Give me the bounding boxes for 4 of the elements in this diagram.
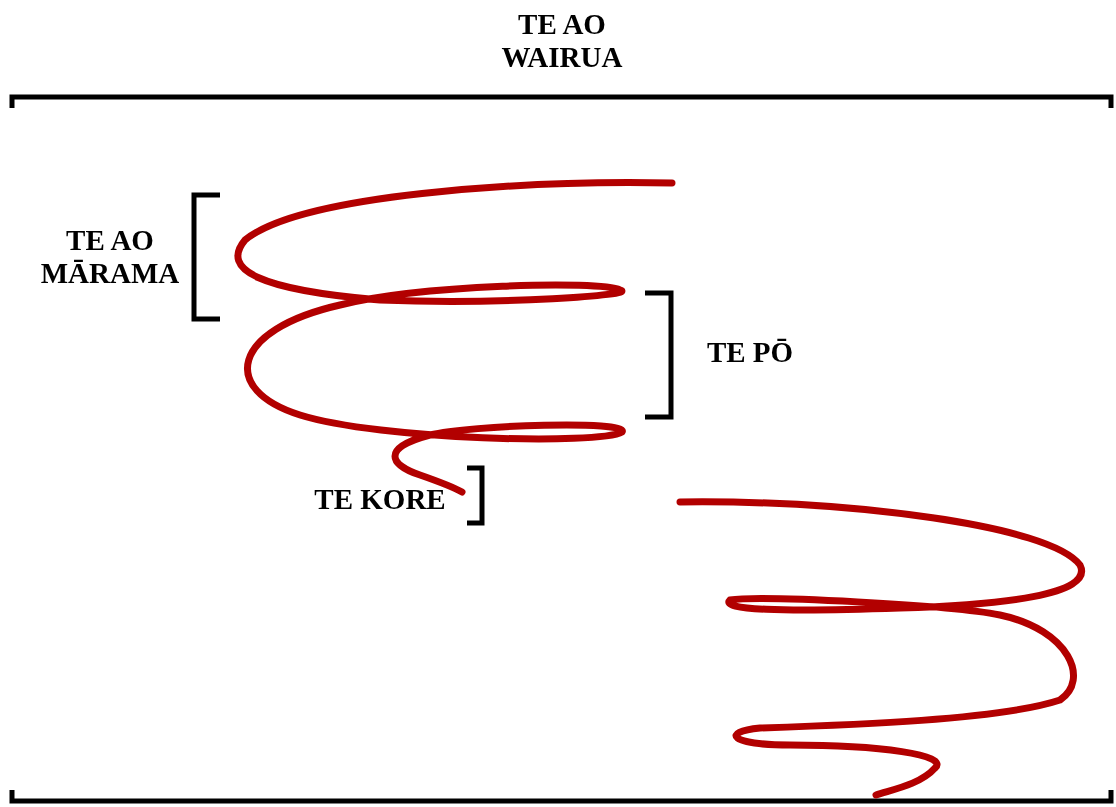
region-label: TE AO MĀRAMA [39, 224, 181, 290]
region-label: TE PŌ [705, 336, 795, 369]
region-label: TE AO WAIRUA [500, 8, 624, 74]
region-label: TE KORE [313, 483, 447, 516]
